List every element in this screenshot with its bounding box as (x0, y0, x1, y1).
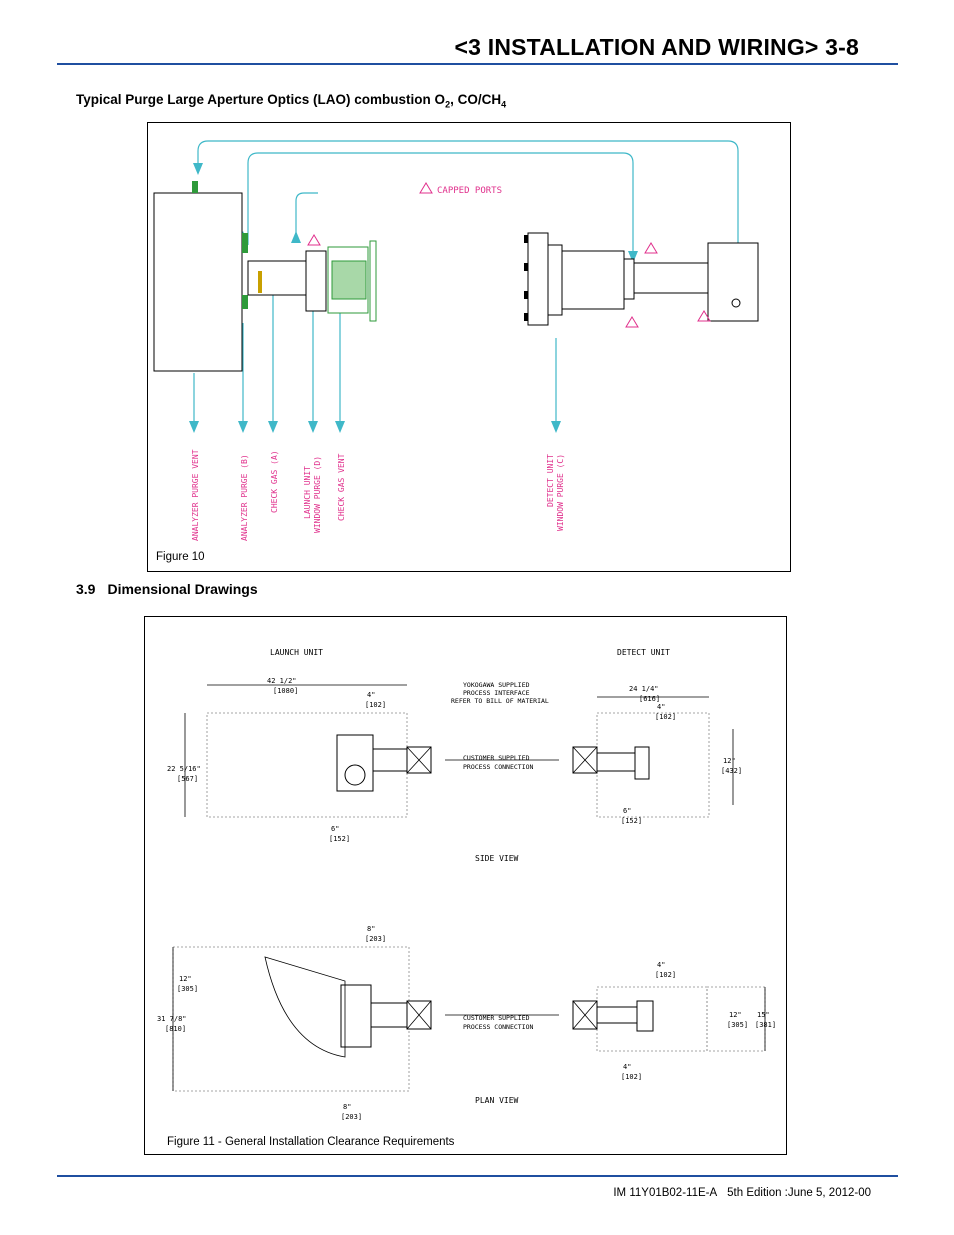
dim-4-c: 4" (657, 961, 665, 969)
page-header-title: <3 INSTALLATION AND WIRING> 3-8 (454, 34, 859, 60)
side-view-label: SIDE VIEW (475, 854, 519, 863)
clearance-diagram: LAUNCH UNIT DETECT UNIT SIDE VIEW PLAN V… (157, 648, 776, 1121)
dim-567: [567] (177, 775, 198, 783)
dim-305-a: [305] (177, 985, 198, 993)
dim-8-a: 8" (367, 925, 375, 933)
dim-12-b: 12" (179, 975, 192, 983)
yokogawa-note-1: YOKOGAWA SUPPLIED (463, 681, 530, 689)
dim-102-a: [102] (365, 701, 386, 709)
label-check-gas-vent: CHECK GAS VENT (337, 453, 346, 521)
dim-432: [432] (721, 767, 742, 775)
dim-6-a: 6" (331, 825, 339, 833)
figure10-caption: Figure 10 (156, 551, 205, 563)
customer-note-side-2: PROCESS CONNECTION (463, 763, 534, 771)
label-detect-unit: DETECT UNIT (546, 454, 555, 507)
dim-42: 42 1/2" (267, 677, 297, 685)
label-window-purge-d: WINDOW PURGE (D) (313, 456, 322, 533)
dim-12-c: 12" (729, 1011, 742, 1019)
dim-22: 22 5/16" (167, 765, 201, 773)
dim-152-b: [152] (621, 817, 642, 825)
dim-102-b: [102] (655, 713, 676, 721)
dim-15: 15" (757, 1011, 770, 1019)
dim-203-b: [203] (341, 1113, 362, 1121)
dim-31: 31 7/8" (157, 1015, 187, 1023)
customer-note-plan-2: PROCESS CONNECTION (463, 1023, 534, 1031)
figure10-title: Typical Purge Large Aperture Optics (LAO… (76, 92, 507, 110)
dim-616: [616] (639, 695, 660, 703)
dim-6-b: 6" (623, 807, 631, 815)
purge-diagram: CAPPED PORTS ANALYZER PURGE VENT ANALYZE… (153, 140, 759, 541)
customer-note-plan-1: CUSTOMER SUPPLIED (463, 1014, 530, 1022)
label-window-purge-c: WINDOW PURGE (C) (556, 454, 565, 531)
dim-810: [810] (165, 1025, 186, 1033)
launch-unit-label: LAUNCH UNIT (270, 648, 323, 657)
detect-unit-label: DETECT UNIT (617, 648, 670, 657)
dim-381: [381] (755, 1021, 776, 1029)
dim-305-b: [305] (727, 1021, 748, 1029)
yokogawa-note-3: REFER TO BILL OF MATERIAL (451, 697, 549, 705)
dim-102-c: [102] (655, 971, 676, 979)
label-analyzer-purge-vent: ANALYZER PURGE VENT (191, 449, 200, 541)
dim-203-a: [203] (365, 935, 386, 943)
figure11-frame: LAUNCH UNIT DETECT UNIT SIDE VIEW PLAN V… (144, 616, 787, 1155)
footer-rule (57, 1175, 898, 1177)
header-rule (57, 63, 898, 65)
dim-24: 24 1/4" (629, 685, 659, 693)
dim-102-d: [102] (621, 1073, 642, 1081)
dim-1080: [1080] (273, 687, 298, 695)
label-check-gas-a: CHECK GAS (A) (270, 450, 279, 513)
dim-4-d: 4" (623, 1063, 631, 1071)
label-launch-unit: LAUNCH UNIT (303, 466, 312, 519)
dim-4-a: 4" (367, 691, 375, 699)
figure10-frame: CAPPED PORTS ANALYZER PURGE VENT ANALYZE… (147, 122, 791, 572)
figure11-caption: Figure 11 - General Installation Clearan… (167, 1136, 455, 1148)
capped-ports-label: CAPPED PORTS (437, 186, 502, 196)
label-analyzer-purge-b: ANALYZER PURGE (B) (240, 454, 249, 541)
plan-view-label: PLAN VIEW (475, 1096, 519, 1105)
dim-152-a: [152] (329, 835, 350, 843)
customer-note-side-1: CUSTOMER SUPPLIED (463, 754, 530, 762)
dim-4-b: 4" (657, 703, 665, 711)
dim-8-b: 8" (343, 1103, 351, 1111)
dim-12-a: 12" (723, 757, 736, 765)
yokogawa-note-2: PROCESS INTERFACE (463, 689, 530, 697)
